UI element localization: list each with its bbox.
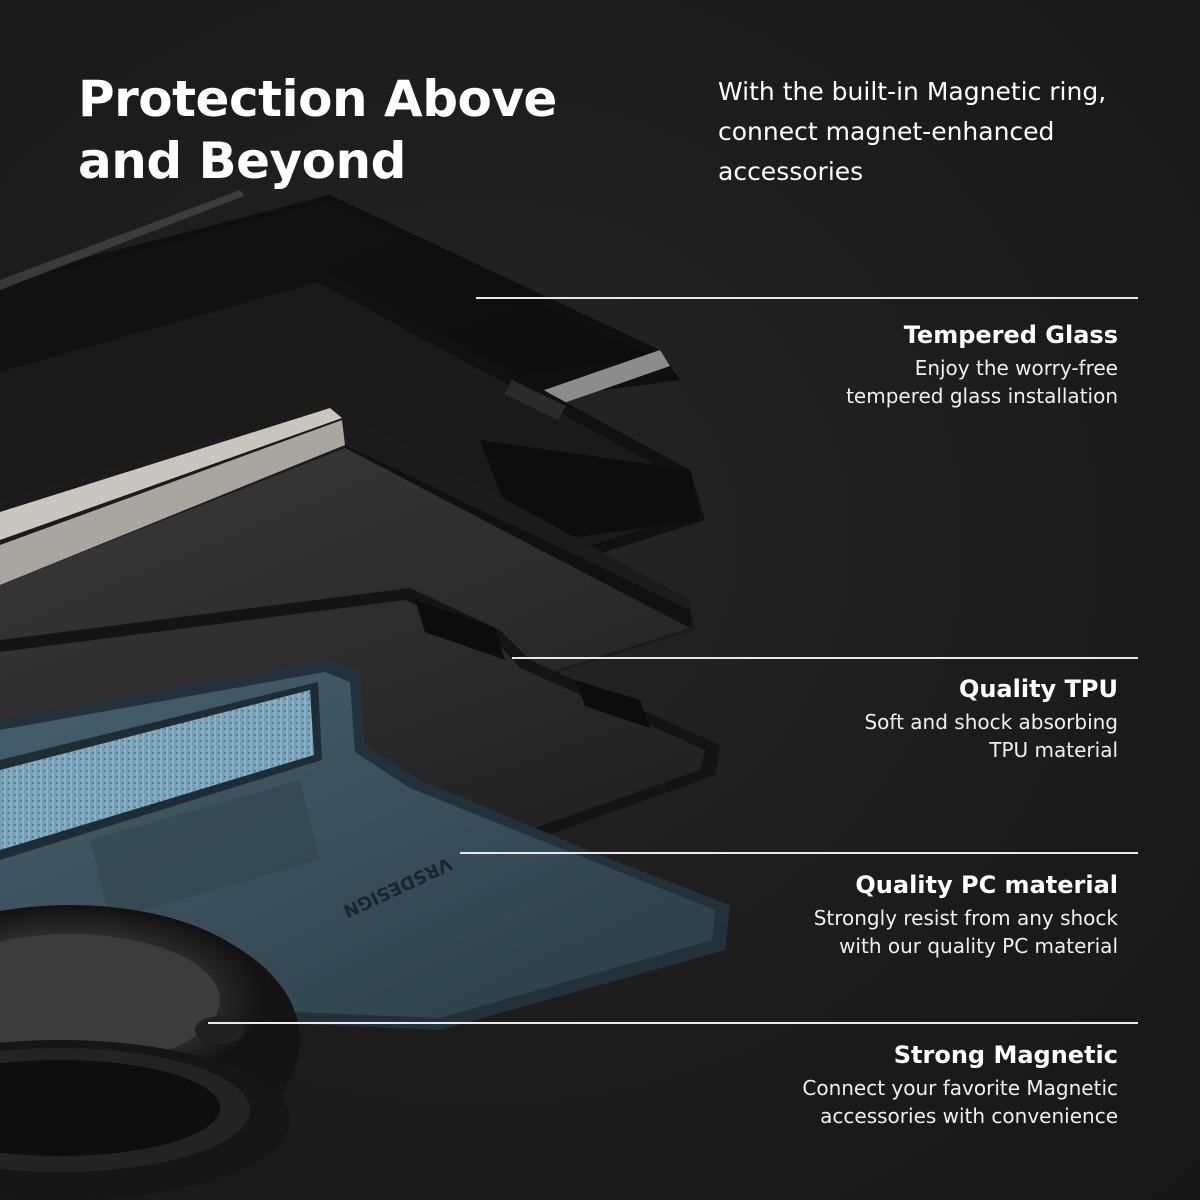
feature-title: Tempered Glass	[903, 321, 1118, 349]
intro-line-1: With the built-in Magnetic ring,	[718, 77, 1107, 106]
feature-desc-line: tempered glass installation	[846, 384, 1118, 408]
feature-quality-pc: Quality PC material Strongly resist from…	[814, 868, 1118, 960]
title-line-2: and Beyond	[78, 132, 406, 190]
feature-desc-line: Enjoy the worry-free	[914, 356, 1118, 380]
feature-desc-line: accessories with convenience	[820, 1104, 1118, 1128]
feature-desc-line: Soft and shock absorbing	[864, 710, 1118, 734]
feature-desc-line: Strongly resist from any shock	[813, 906, 1118, 930]
feature-title: Quality PC material	[855, 871, 1118, 899]
feature-desc-line: Connect your favorite Magnetic	[802, 1076, 1118, 1100]
feature-strong-magnetic: Strong Magnetic Connect your favorite Ma…	[802, 1038, 1118, 1130]
feature-quality-tpu: Quality TPU Soft and shock absorbing TPU…	[864, 672, 1118, 764]
intro-text: With the built-in Magnetic ring, connect…	[718, 72, 1168, 192]
page-title: Protection Above and Beyond	[78, 68, 598, 192]
feature-desc-line: with our quality PC material	[839, 934, 1118, 958]
callout-line-magnetic	[208, 1022, 1138, 1024]
feature-description: Connect your favorite Magnetic accessori…	[802, 1074, 1118, 1130]
feature-description: Strongly resist from any shock with our …	[814, 904, 1118, 960]
feature-title: Quality TPU	[958, 675, 1118, 703]
feature-description: Enjoy the worry-free tempered glass inst…	[846, 354, 1118, 410]
intro-line-3: accessories	[718, 157, 864, 186]
callout-line-tpu	[512, 657, 1138, 659]
feature-tempered-glass: Tempered Glass Enjoy the worry-free temp…	[846, 318, 1118, 410]
title-line-1: Protection Above	[78, 70, 557, 128]
magnetic-ring	[0, 905, 300, 1200]
feature-description: Soft and shock absorbing TPU material	[864, 708, 1118, 764]
feature-title: Strong Magnetic	[893, 1041, 1118, 1069]
callout-line-tempered-glass	[476, 297, 1138, 299]
feature-desc-line: TPU material	[989, 738, 1118, 762]
callout-line-pc	[460, 852, 1138, 854]
intro-line-2: connect magnet-enhanced	[718, 117, 1055, 146]
